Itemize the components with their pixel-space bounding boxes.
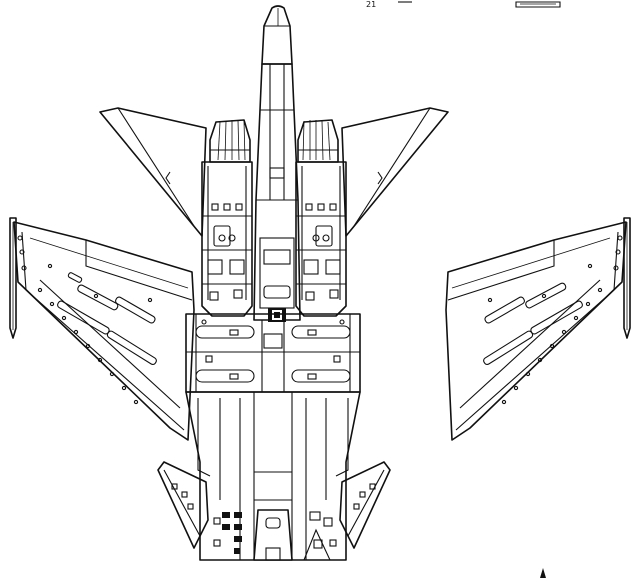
left-wing	[13, 221, 195, 441]
nose-gear-bay	[259, 237, 295, 322]
nose-cone	[261, 5, 293, 65]
right-wing	[445, 221, 627, 441]
forward-fuselage	[253, 63, 301, 321]
right-intake	[297, 119, 339, 163]
center-wing-section	[185, 313, 361, 393]
right-exhaust-area	[303, 511, 337, 561]
bottom-right-fragment	[540, 568, 546, 578]
left-intake	[209, 119, 251, 163]
right-nacelle	[295, 161, 347, 317]
left-wingtip-rail	[9, 217, 17, 339]
right-wingtip-rail	[623, 217, 631, 339]
rear-fuselage	[185, 391, 361, 561]
left-tailplane	[157, 461, 209, 549]
corner-fragment	[398, 1, 561, 8]
corner-mark: 21	[366, 0, 376, 9]
left-canard	[99, 107, 207, 237]
left-exhaust-area	[213, 512, 242, 554]
right-canard	[341, 107, 449, 237]
tail-sting	[253, 509, 293, 561]
left-nacelle	[201, 161, 253, 317]
right-tailplane	[339, 461, 391, 549]
